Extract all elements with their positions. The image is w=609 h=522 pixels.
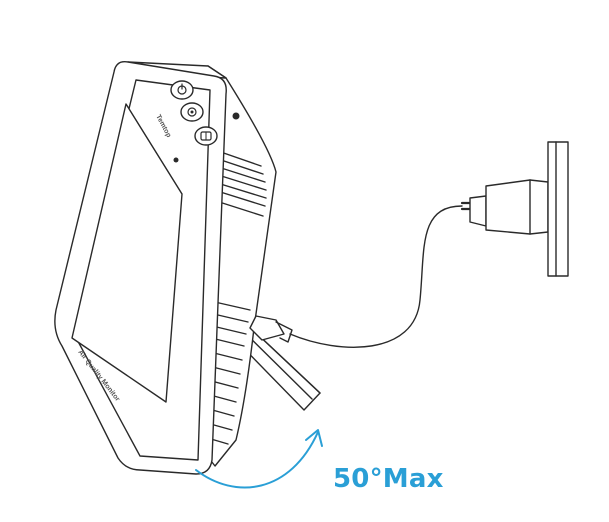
angle-label: 50°Max xyxy=(333,464,444,494)
sensor-indicator-icon xyxy=(173,112,240,163)
settings-button-icon[interactable] xyxy=(187,107,197,117)
usb-cable xyxy=(289,205,463,348)
usb-plug-icon xyxy=(249,315,293,343)
rotation-arrow-icon xyxy=(195,429,323,489)
air-quality-monitor xyxy=(54,61,277,475)
mode-button-icon[interactable] xyxy=(200,131,212,141)
power-button-icon[interactable] xyxy=(177,83,187,95)
wall-adapter-icon xyxy=(460,141,569,277)
